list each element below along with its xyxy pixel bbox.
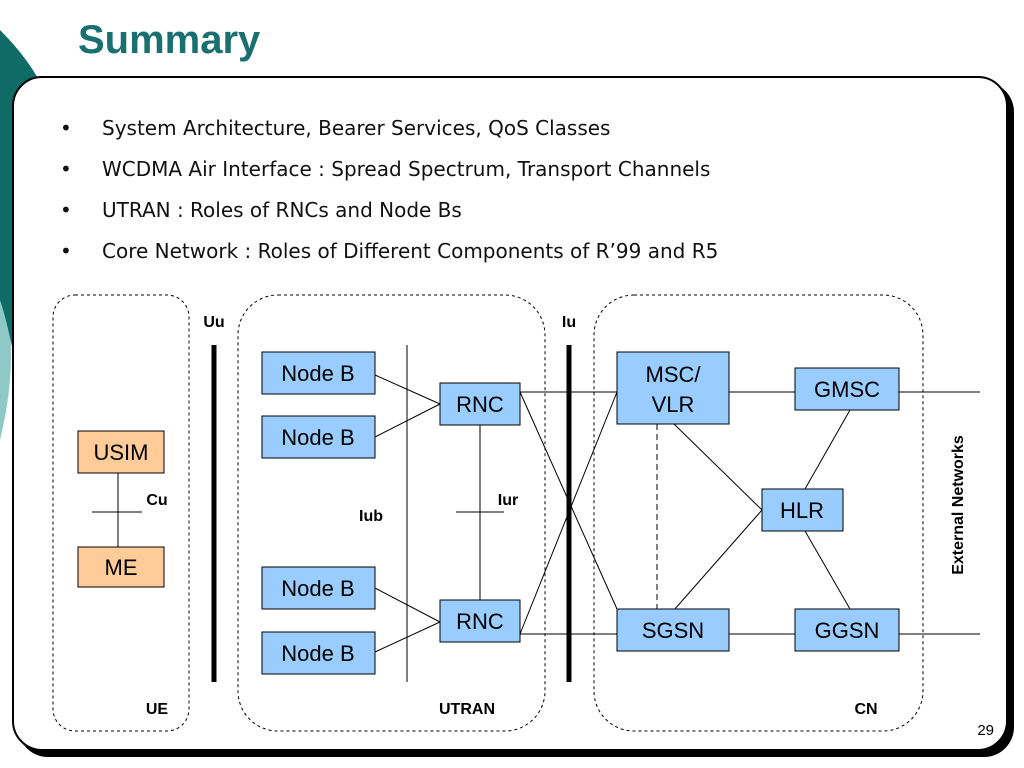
- vlr-label: VLR: [652, 392, 695, 417]
- hlr-label: HLR: [780, 498, 824, 523]
- nodeb-label: Node B: [281, 425, 354, 450]
- nodeb-3: Node B: [261, 566, 376, 610]
- rnc-label: RNC: [456, 392, 504, 417]
- nodeb4-rnc2-link: [374, 621, 441, 653]
- msc-vlr-node: MSC/ VLR: [616, 351, 730, 425]
- bullet-dot: •: [60, 239, 72, 263]
- rnc-2: RNC: [439, 599, 521, 643]
- nodeb-label: Node B: [281, 361, 354, 386]
- nodeb-1: Node B: [261, 351, 376, 395]
- gmsc-node: GMSC: [794, 367, 900, 411]
- nodeb-2: Node B: [261, 415, 376, 459]
- sgsn-hlr-link: [673, 509, 763, 611]
- corner-decoration: [0, 30, 44, 440]
- utran-region: [237, 294, 546, 732]
- nodeb3-rnc2-link: [374, 587, 441, 623]
- page-number: 29: [977, 722, 994, 739]
- me-node: ME: [77, 546, 165, 588]
- rnc-1: RNC: [439, 382, 521, 426]
- bullet-list: • System Architecture, Bearer Services, Q…: [60, 116, 718, 280]
- bullet-text: UTRAN : Roles of RNCs and Node Bs: [102, 198, 462, 222]
- utran-region-label: UTRAN: [439, 701, 495, 718]
- bullet-text: Core Network : Roles of Different Compon…: [102, 239, 719, 263]
- rnc1-sgsn-link: [519, 391, 618, 610]
- sgsn-label: SGSN: [642, 618, 704, 643]
- iu-label: Iu: [562, 314, 576, 331]
- uu-label: Uu: [203, 314, 224, 331]
- bullet-item: • Core Network : Roles of Different Compo…: [60, 239, 718, 280]
- nodeb2-rnc1-link: [374, 403, 441, 438]
- ue-region: [52, 294, 190, 732]
- ggsn-node: GGSN: [794, 608, 900, 652]
- teal-dark-arc: [0, 30, 44, 390]
- gmsc-hlr-link: [804, 409, 851, 490]
- ggsn-hlr-link: [804, 530, 851, 610]
- bullet-dot: •: [60, 116, 72, 140]
- iub-label: Iub: [359, 508, 383, 525]
- bullet-dot: •: [60, 198, 72, 222]
- bullet-text: WCDMA Air Interface : Spread Spectrum, T…: [102, 157, 711, 181]
- page-title: Summary: [78, 18, 261, 62]
- cn-region-label: CN: [854, 701, 877, 718]
- cn-region: [593, 294, 924, 732]
- rnc2-msc-link: [519, 391, 618, 635]
- gmsc-label: GMSC: [814, 377, 880, 402]
- nodeb-label: Node B: [281, 641, 354, 666]
- hlr-node: HLR: [761, 488, 844, 532]
- bullet-item: • UTRAN : Roles of RNCs and Node Bs: [60, 198, 718, 239]
- bullet-item: • WCDMA Air Interface : Spread Spectrum, …: [60, 157, 718, 198]
- usim-node: USIM: [77, 430, 165, 474]
- ggsn-label: GGSN: [815, 618, 880, 643]
- bullet-item: • System Architecture, Bearer Services, Q…: [60, 116, 718, 157]
- nodeb-label: Node B: [281, 576, 354, 601]
- nodeb1-rnc1-link: [374, 374, 441, 405]
- iur-label: Iur: [498, 492, 518, 509]
- bullet-text: System Architecture, Bearer Services, Qo…: [102, 116, 611, 140]
- nodeb-4: Node B: [261, 631, 376, 675]
- usim-label: USIM: [94, 440, 149, 465]
- sgsn-node: SGSN: [616, 608, 730, 652]
- ue-region-label: UE: [146, 701, 169, 718]
- external-networks-label: External Networks: [950, 435, 967, 575]
- rnc-label: RNC: [456, 609, 504, 634]
- msc-label: MSC/: [646, 362, 702, 387]
- cu-label: Cu: [146, 492, 167, 509]
- bullet-dot: •: [60, 157, 72, 181]
- msc-hlr-link: [673, 423, 763, 511]
- me-label: ME: [105, 555, 138, 580]
